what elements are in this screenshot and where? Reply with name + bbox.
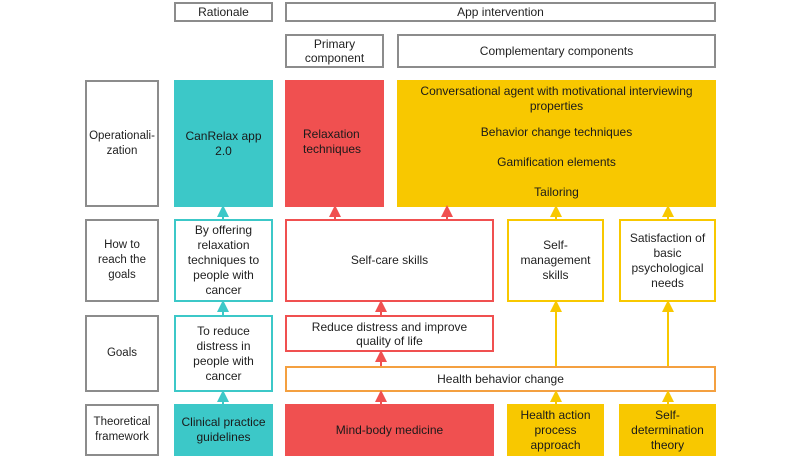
- complementary-components-header: Complementary components: [397, 34, 716, 68]
- mind-body-medicine-box: Mind-body medicine: [285, 404, 494, 456]
- reduce-distress-quality-box: Reduce distress and improve quality of l…: [285, 315, 494, 352]
- rationale-header: Rationale: [174, 2, 273, 22]
- self-determination-theory-box: Self-determination theory: [619, 404, 716, 456]
- self-management-skills-box: Self-management skills: [507, 219, 604, 302]
- row-label-theoretical-framework: Theoretical framework: [85, 404, 159, 456]
- row-label-operationalization: Operationali-zation: [85, 80, 159, 207]
- psychological-needs-box: Satisfaction of basic psychological need…: [619, 219, 716, 302]
- reduce-distress-goal-box: To reduce distress in people with cancer: [174, 315, 273, 392]
- row-label-goals: Goals: [85, 315, 159, 392]
- row-label-how-to-reach: How to reach the goals: [85, 219, 159, 302]
- app-intervention-header: App intervention: [285, 2, 716, 22]
- relaxation-techniques-box: Relaxation techniques: [285, 80, 384, 207]
- self-care-skills-box: Self-care skills: [285, 219, 494, 302]
- gamification-elements-item: Gamification elements: [497, 155, 616, 169]
- health-behavior-change-box: Health behavior change: [285, 366, 716, 392]
- canrelax-app-box: CanRelax app 2.0: [174, 80, 273, 207]
- conversational-agent-item: Conversational agent with motivational i…: [420, 84, 693, 113]
- health-action-process-box: Health action process approach: [507, 404, 604, 456]
- offering-relaxation-box: By offering relaxation techniques to peo…: [174, 219, 273, 302]
- clinical-guidelines-box: Clinical practice guidelines: [174, 404, 273, 456]
- behavior-change-techniques-item: Behavior change techniques: [480, 125, 633, 139]
- primary-component-header: Primary component: [285, 34, 384, 68]
- tailoring-item: Tailoring: [534, 185, 579, 199]
- complementary-components-box: Conversational agent with motivational i…: [397, 80, 716, 207]
